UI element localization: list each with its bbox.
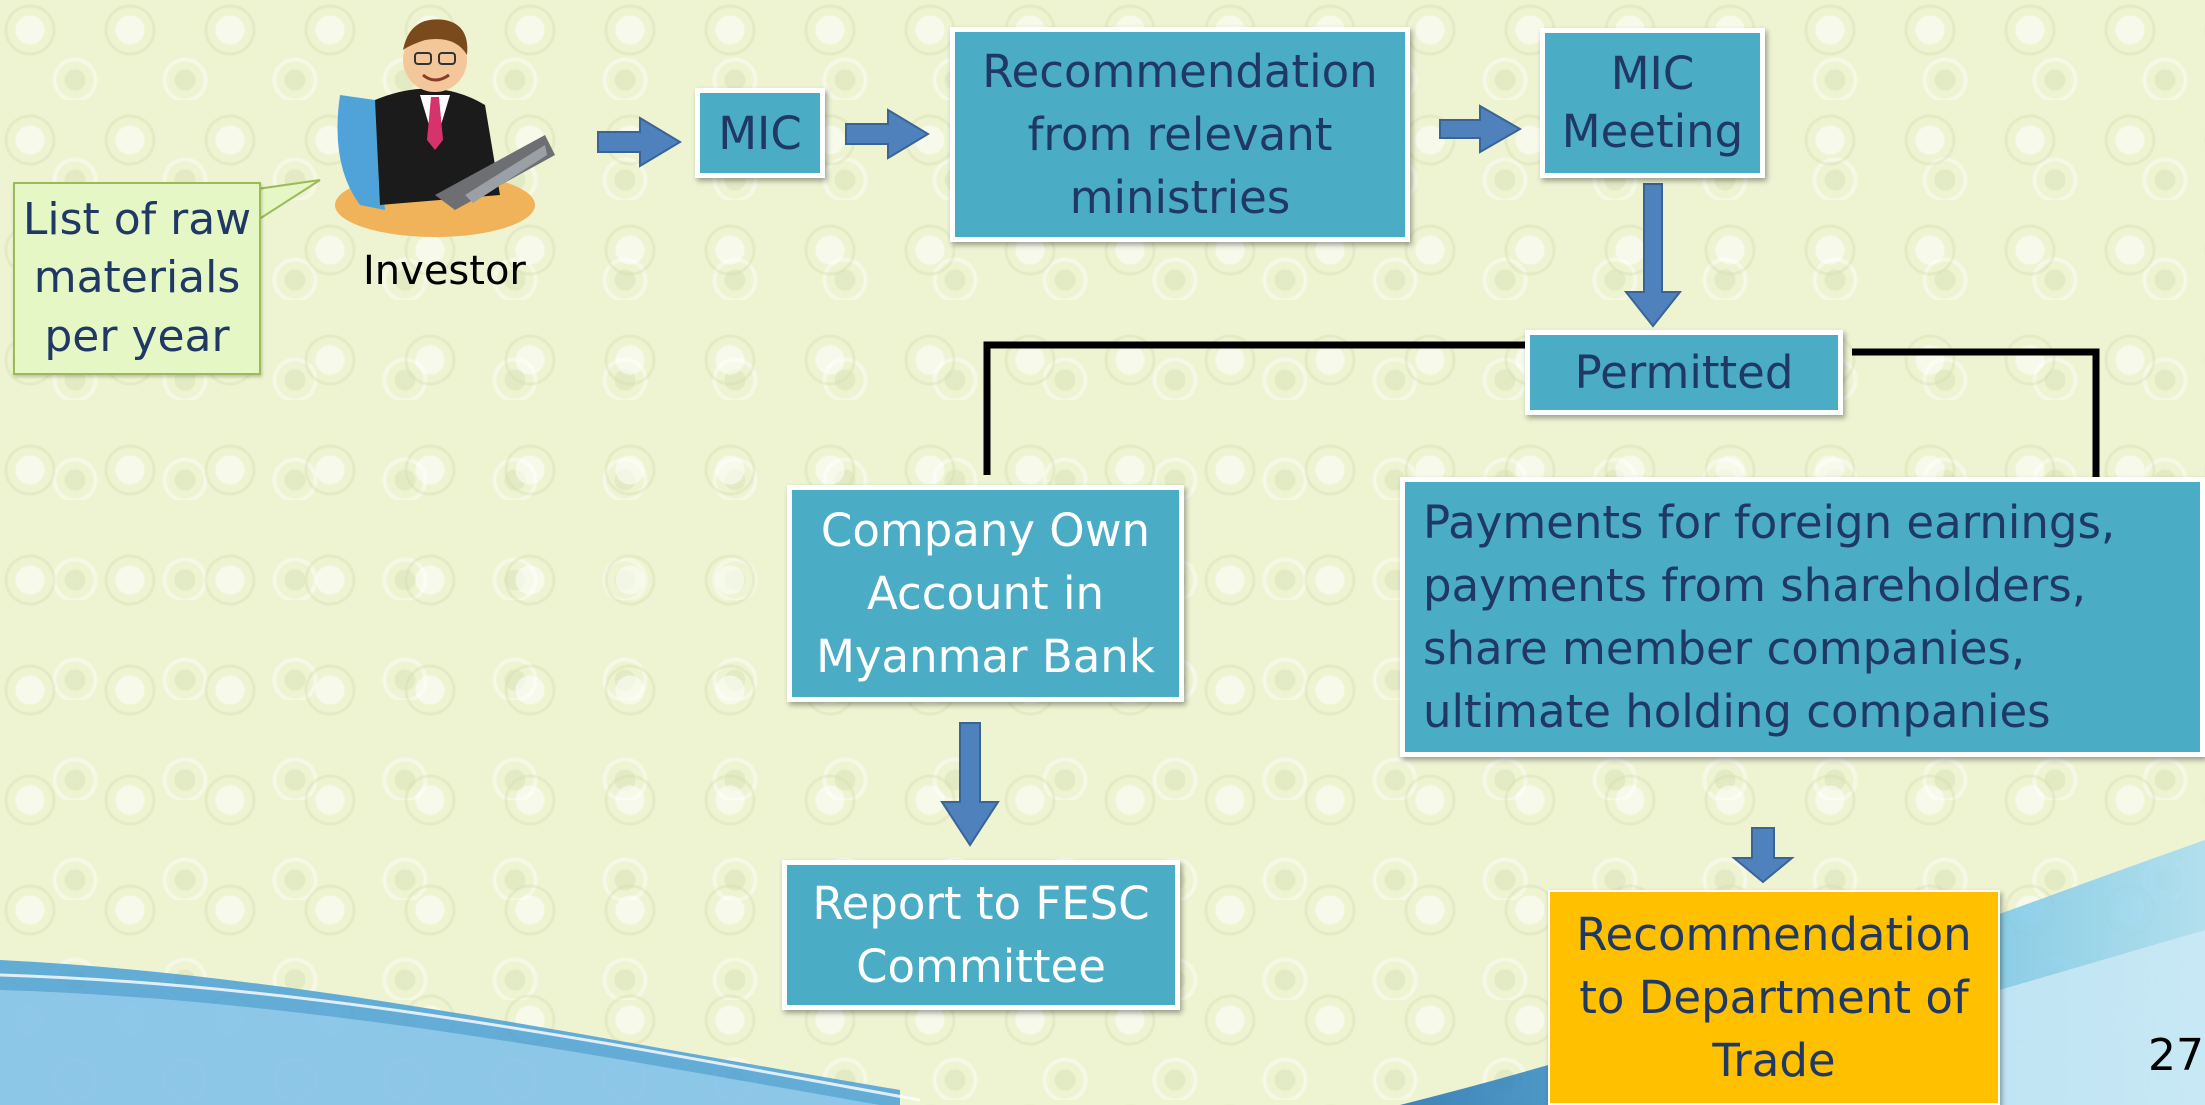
investor-icon bbox=[335, 19, 555, 237]
node-mic-meeting: MIC Meeting bbox=[1540, 28, 1765, 178]
investor-label: Investor bbox=[363, 248, 526, 294]
node-recommendation-trade: Recommendation to Department of Trade bbox=[1548, 890, 2000, 1105]
arrow-right-2 bbox=[845, 108, 930, 160]
node-company-account: Company Own Account in Myanmar Bank bbox=[787, 485, 1184, 702]
node-mic: MIC bbox=[695, 88, 825, 178]
arrow-right-1 bbox=[597, 116, 682, 168]
arrow-right-3 bbox=[1439, 104, 1523, 154]
arrow-down-2 bbox=[940, 722, 1000, 847]
node-recommendation-ministries: Recommendation from relevant ministries bbox=[950, 27, 1410, 242]
callout-pointer bbox=[250, 179, 321, 227]
page-number: 27 bbox=[2148, 1030, 2204, 1081]
arrow-down-1 bbox=[1623, 183, 1683, 328]
callout-raw-materials: List of raw materials per year bbox=[13, 182, 261, 375]
decorative-wave-left-light bbox=[0, 990, 880, 1105]
node-report-fesc: Report to FESC Committee bbox=[782, 860, 1180, 1010]
decorative-wave-right-light bbox=[1550, 930, 2205, 1105]
decorative-wave-line bbox=[0, 973, 921, 1102]
arrow-down-3 bbox=[1731, 827, 1795, 884]
node-payments: Payments for foreign earnings, payments … bbox=[1400, 477, 2205, 757]
connector-left bbox=[983, 341, 1532, 475]
connector-right bbox=[1852, 348, 2100, 488]
node-permitted: Permitted bbox=[1525, 330, 1843, 415]
